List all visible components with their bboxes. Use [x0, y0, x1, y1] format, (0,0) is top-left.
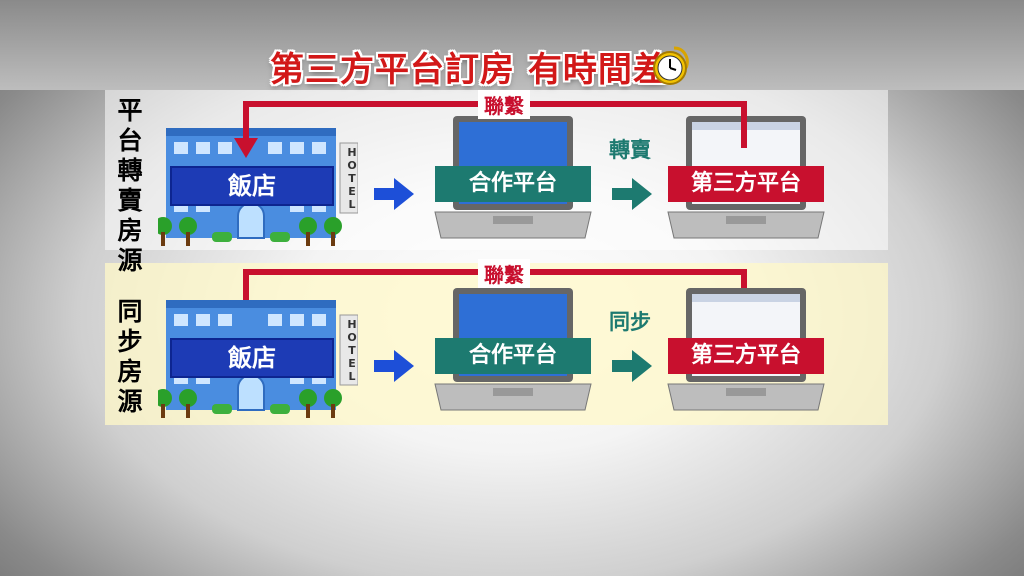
partner-platform-label: 合作平台 [435, 166, 591, 202]
third-party-platform-label: 第三方平台 [668, 338, 824, 374]
resale-annotation: 轉賣 [609, 138, 651, 162]
arrow-right-icon [612, 178, 652, 210]
link-label: 聯繫 [478, 90, 530, 119]
hotel-sign: HOTEL [347, 146, 357, 211]
arrow-right-icon [374, 178, 414, 210]
page-title: 第三方平台訂房 有時間差 [270, 50, 668, 90]
arrow-right-icon [374, 350, 414, 382]
link-label: 聯繫 [478, 259, 530, 288]
row-label-resale: 平台轉賣房源 [117, 96, 143, 275]
hotel-sign: HOTEL [347, 318, 357, 383]
stopwatch-icon [653, 46, 689, 85]
partner-platform-label: 合作平台 [435, 338, 591, 374]
row-label-sync: 同步房源 [117, 297, 143, 416]
arrow-right-icon [612, 350, 652, 382]
third-party-platform-label: 第三方平台 [668, 166, 824, 202]
background-stripe [0, 0, 1024, 90]
hotel-label: 飯店 [170, 166, 334, 206]
sync-annotation: 同步 [609, 310, 651, 334]
hotel-label: 飯店 [170, 338, 334, 378]
